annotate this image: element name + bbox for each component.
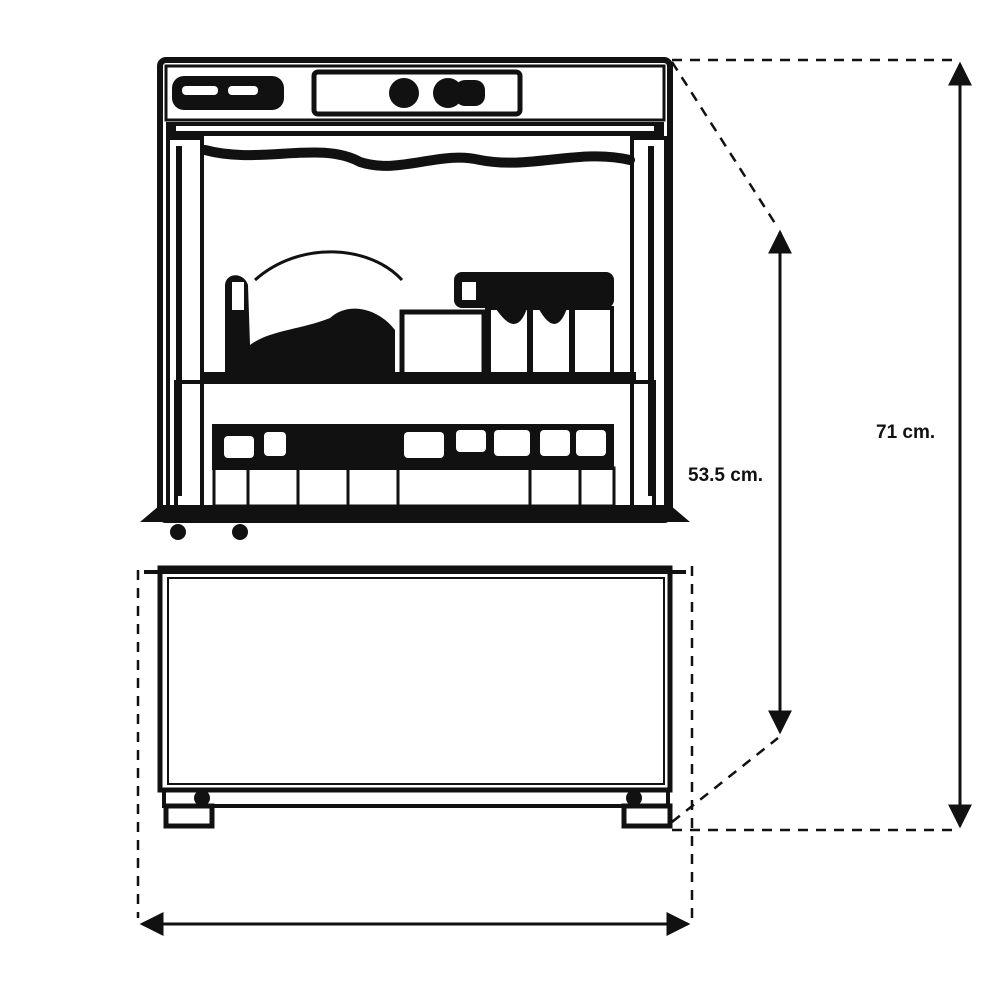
control-panel-right-box	[311, 69, 523, 117]
plate-icon	[225, 275, 395, 378]
stand-cabinet	[157, 565, 673, 793]
control-panel-left-display	[172, 76, 284, 110]
depth-label: 53.5 cm.	[688, 465, 763, 486]
wheel-icon	[232, 524, 248, 540]
dishwasher-illustration	[140, 57, 690, 829]
height-label: 71 cm.	[876, 422, 935, 443]
dimension-lines	[136, 58, 960, 918]
control-knob-icon	[433, 78, 463, 108]
control-panel	[164, 64, 666, 122]
foot-icon	[621, 803, 673, 829]
glasses-icon	[399, 272, 614, 379]
foot-icon	[163, 803, 215, 829]
control-knob-icon	[389, 78, 419, 108]
wheel-icon	[170, 524, 186, 540]
